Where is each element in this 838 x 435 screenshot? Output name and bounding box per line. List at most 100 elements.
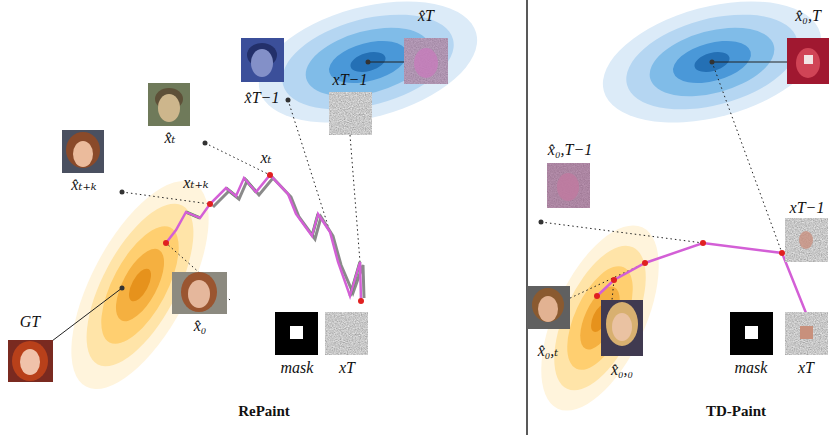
path-point (642, 260, 648, 266)
noise-image (800, 326, 813, 339)
leader-line (712, 62, 782, 253)
gaussian-data (106, 242, 174, 329)
math-label: x̂₀,T (795, 7, 821, 25)
noise-image (785, 312, 828, 355)
math-label: x̂ₜ (164, 129, 175, 147)
face-image (414, 48, 438, 78)
face-image (188, 280, 210, 308)
mask-image (730, 312, 773, 355)
face-image (241, 38, 284, 82)
leader-line (541, 62, 787, 300)
leader-dot (710, 60, 715, 65)
face-image (8, 340, 53, 382)
leader-dot (203, 141, 208, 146)
leader-dot (539, 60, 715, 225)
noise-image (325, 312, 368, 355)
math-label: GT (20, 313, 40, 331)
path-point (207, 201, 213, 207)
face-image (158, 94, 180, 122)
noise-image (785, 218, 828, 262)
gaussian-noise (616, 0, 808, 126)
leader-line (541, 222, 703, 243)
path-point (594, 293, 600, 299)
gaussian-noise (324, 33, 411, 90)
mask-image (275, 312, 318, 355)
noise-image (329, 92, 372, 135)
leader-dot (120, 190, 125, 195)
math-label: xT (798, 359, 814, 377)
panel-title: RePaint (238, 403, 290, 420)
math-label: xₜ (260, 149, 271, 167)
path-point (358, 298, 364, 304)
path-point (611, 277, 617, 283)
leader-dot (366, 60, 371, 65)
gaussian-data (517, 208, 683, 427)
face-image (404, 38, 448, 84)
face-image (12, 341, 48, 381)
face-image (532, 288, 564, 322)
math-label: xₜ₊ₖ (183, 174, 208, 192)
face-image (547, 163, 590, 208)
face-image (251, 49, 273, 77)
face-image (172, 272, 227, 314)
face-image (547, 163, 590, 208)
mask-image (745, 326, 758, 339)
face-image (241, 38, 284, 82)
face-image (148, 83, 190, 126)
gaussian-data (517, 208, 683, 427)
noise-image (785, 218, 828, 262)
noise-image (325, 312, 368, 355)
face-image (172, 272, 227, 314)
face-image (538, 296, 558, 322)
gaussian-noise (590, 0, 835, 144)
face-image (181, 272, 217, 312)
gaussian-data (65, 188, 215, 382)
math-label: x̂₀ (194, 317, 207, 335)
leader-line (368, 62, 404, 63)
math-label: x̂₀,T−1 (548, 141, 592, 159)
noise-image (329, 92, 372, 135)
gaussian-noise (590, 0, 835, 144)
leader-line (541, 62, 782, 300)
face-image (404, 38, 448, 84)
mask-image (730, 312, 773, 355)
mask-image (290, 326, 303, 339)
face-image (527, 286, 570, 329)
face-image (527, 286, 570, 329)
face-image (66, 132, 100, 168)
path-point (163, 240, 169, 246)
leader-dot (539, 220, 544, 225)
face-image (557, 173, 579, 201)
face-image (73, 141, 93, 167)
face-image (8, 340, 53, 382)
leader-line (122, 100, 360, 300)
math-label: x̂₀,₀ (611, 361, 633, 379)
face-image (787, 38, 829, 84)
math-label: mask (735, 359, 768, 377)
leader-line (350, 135, 360, 262)
leader-line (48, 62, 404, 344)
face-image (148, 83, 190, 126)
leader-line (48, 288, 122, 344)
gaussian-data (44, 161, 237, 409)
leader-line (205, 143, 270, 175)
leader-dot (120, 286, 125, 291)
face-image (62, 130, 104, 173)
face-image (601, 300, 643, 356)
mask-image (275, 312, 318, 355)
path-point (779, 250, 785, 256)
gaussian-data (44, 161, 237, 409)
face-image (787, 38, 829, 84)
math-label: x̂ₜ₊ₖ (71, 176, 96, 194)
leader-line (712, 62, 787, 63)
leader-dot (286, 98, 291, 103)
face-image (404, 38, 448, 84)
noise-image (785, 312, 828, 355)
face-image (796, 48, 820, 78)
face-image (20, 349, 40, 375)
gaussian-data (535, 233, 664, 404)
math-label: xT−1 (790, 199, 825, 217)
face-image (606, 302, 638, 346)
